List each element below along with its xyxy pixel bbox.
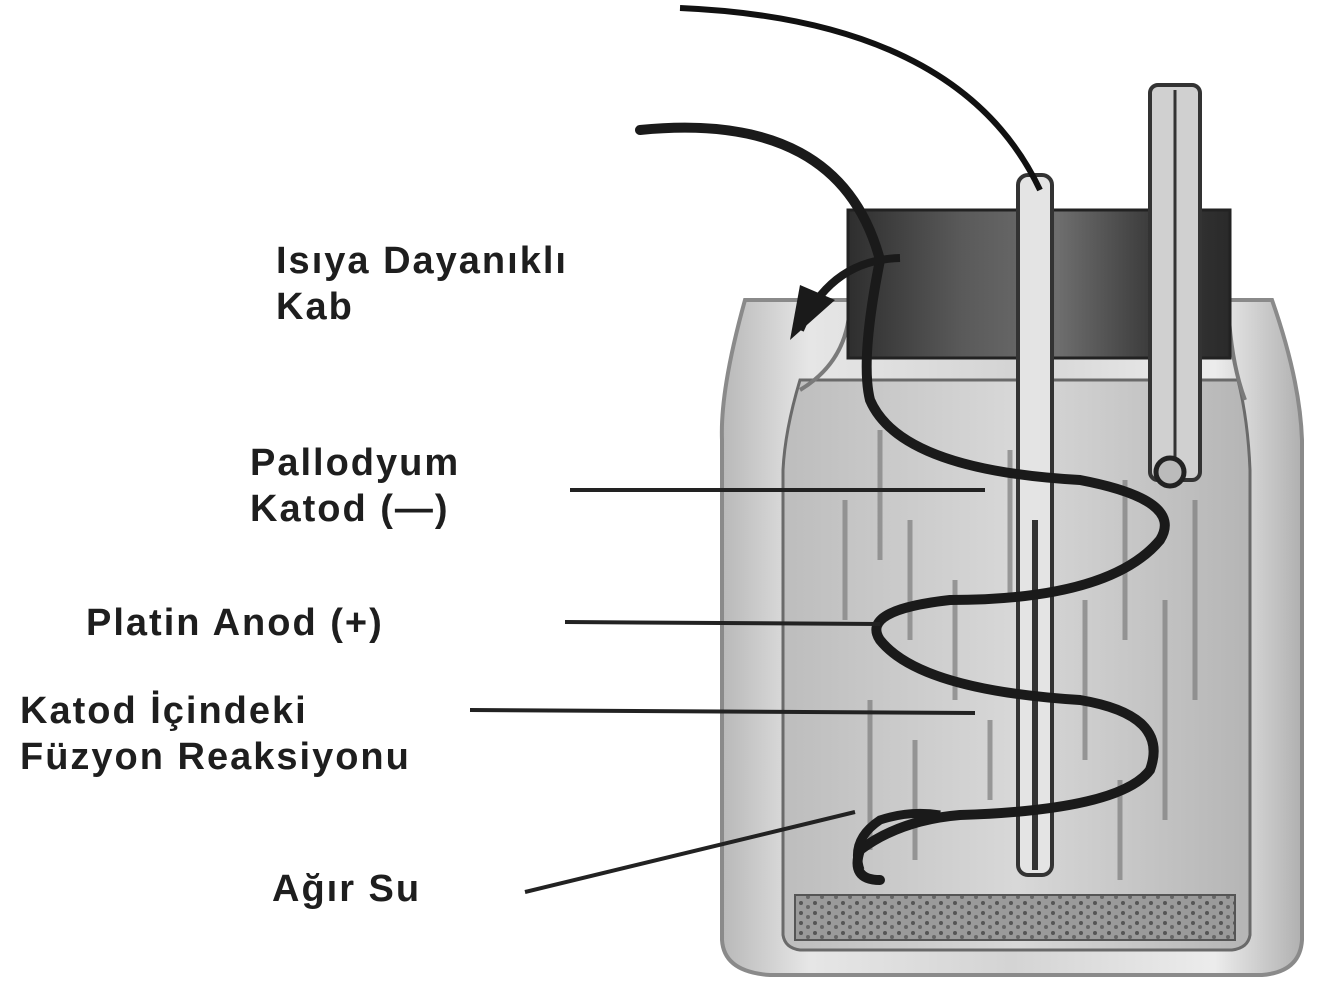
anode-label: Platin Anod (+) <box>86 600 384 646</box>
cathode-label-line1: Pallodyum <box>250 440 460 486</box>
heavy-water-label: Ağır Su <box>272 866 421 912</box>
cathode-lead-wire <box>680 8 1040 190</box>
fusion-label-line2: Füzyon Reaksiyonu <box>20 734 411 780</box>
heavy-water-label-line1: Ağır Su <box>272 866 421 912</box>
container-label-line2: Kab <box>276 284 568 330</box>
thermometer-bulb <box>1156 458 1184 486</box>
container-label-line1: Isıya Dayanıklı <box>276 238 568 284</box>
container-label: Isıya Dayanıklı Kab <box>276 238 568 330</box>
cathode-label-line2: Katod (—) <box>250 486 460 532</box>
anode-leader-line <box>565 622 880 624</box>
cathode-label: Pallodyum Katod (—) <box>250 440 460 532</box>
fusion-label-line1: Katod İçindeki <box>20 688 411 734</box>
fusion-label: Katod İçindeki Füzyon Reaksiyonu <box>20 688 411 780</box>
anode-label-line1: Platin Anod (+) <box>86 600 384 646</box>
sediment <box>795 895 1235 940</box>
